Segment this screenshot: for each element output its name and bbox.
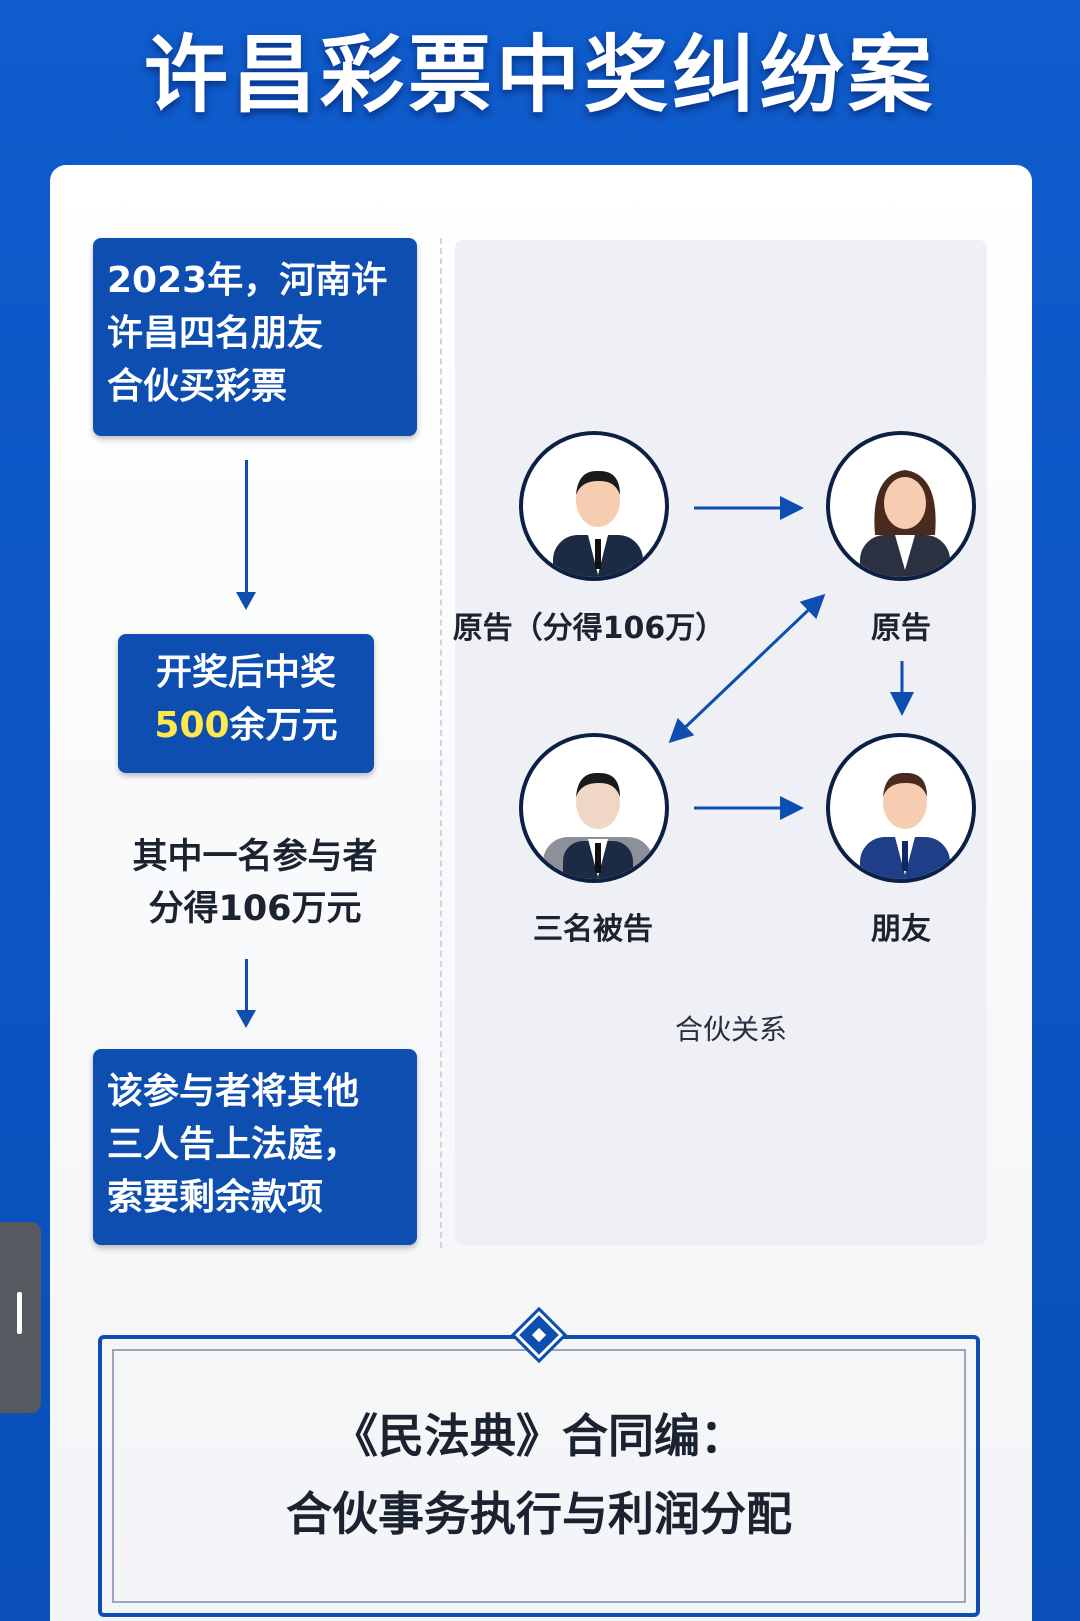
step-box-2: 开奖后中奖 500余万元 <box>118 634 374 773</box>
step-box-4: 该参与者将其他 三人告上法庭， 索要剩余款项 <box>93 1049 417 1245</box>
handle-grip-icon <box>17 1292 22 1334</box>
law-title: 《民法典》合同编： <box>332 1409 746 1463</box>
step-3: 其中一名参与者 分得106万元 <box>90 831 420 935</box>
label-friend: 朋友 <box>871 912 931 947</box>
label-defendants: 三名被告 <box>533 912 653 947</box>
defendants-avatar <box>519 733 669 883</box>
step4-line: 该参与者将其他 <box>107 1071 360 1112</box>
step1-line: 许昌四名朋友 <box>107 313 324 354</box>
prize-amount: 500 <box>154 705 230 746</box>
step2-line: 余万元 <box>229 705 338 746</box>
step-box-1: 2023年，河南许 许昌四名朋友 合伙买彩票 <box>93 238 417 436</box>
law-subtitle: 合伙事务执行与利润分配 <box>286 1487 792 1541</box>
plaintiff-man-avatar <box>519 431 669 581</box>
step3-line: 其中一名参与者 <box>132 837 378 877</box>
page-title: 许昌彩票中奖纠纷案 <box>143 26 936 124</box>
divider <box>440 238 442 1248</box>
label-plaintiff-2: 原告 <box>871 611 931 646</box>
arrow-down-icon <box>236 959 256 1028</box>
side-handle[interactable] <box>0 1222 41 1413</box>
diagram-caption: 合伙关系 <box>674 1013 788 1046</box>
label-plaintiff-1: 原告（分得106万） <box>452 611 726 646</box>
step2-line: 开奖后中奖 <box>155 652 336 693</box>
step4-line: 三人告上法庭， <box>107 1124 360 1165</box>
step1-line: 合伙买彩票 <box>107 366 288 407</box>
friend-avatar <box>826 733 976 883</box>
arrow-bidirectional-icon <box>668 593 826 744</box>
step1-line: 2023年，河南许 <box>107 260 388 301</box>
arrow-down-icon <box>236 460 256 610</box>
step4-line: 索要剩余款项 <box>107 1177 324 1218</box>
law-frame <box>98 1335 980 1617</box>
step3-line: 分得106万元 <box>148 889 362 929</box>
plaintiff-woman-avatar <box>826 431 976 581</box>
